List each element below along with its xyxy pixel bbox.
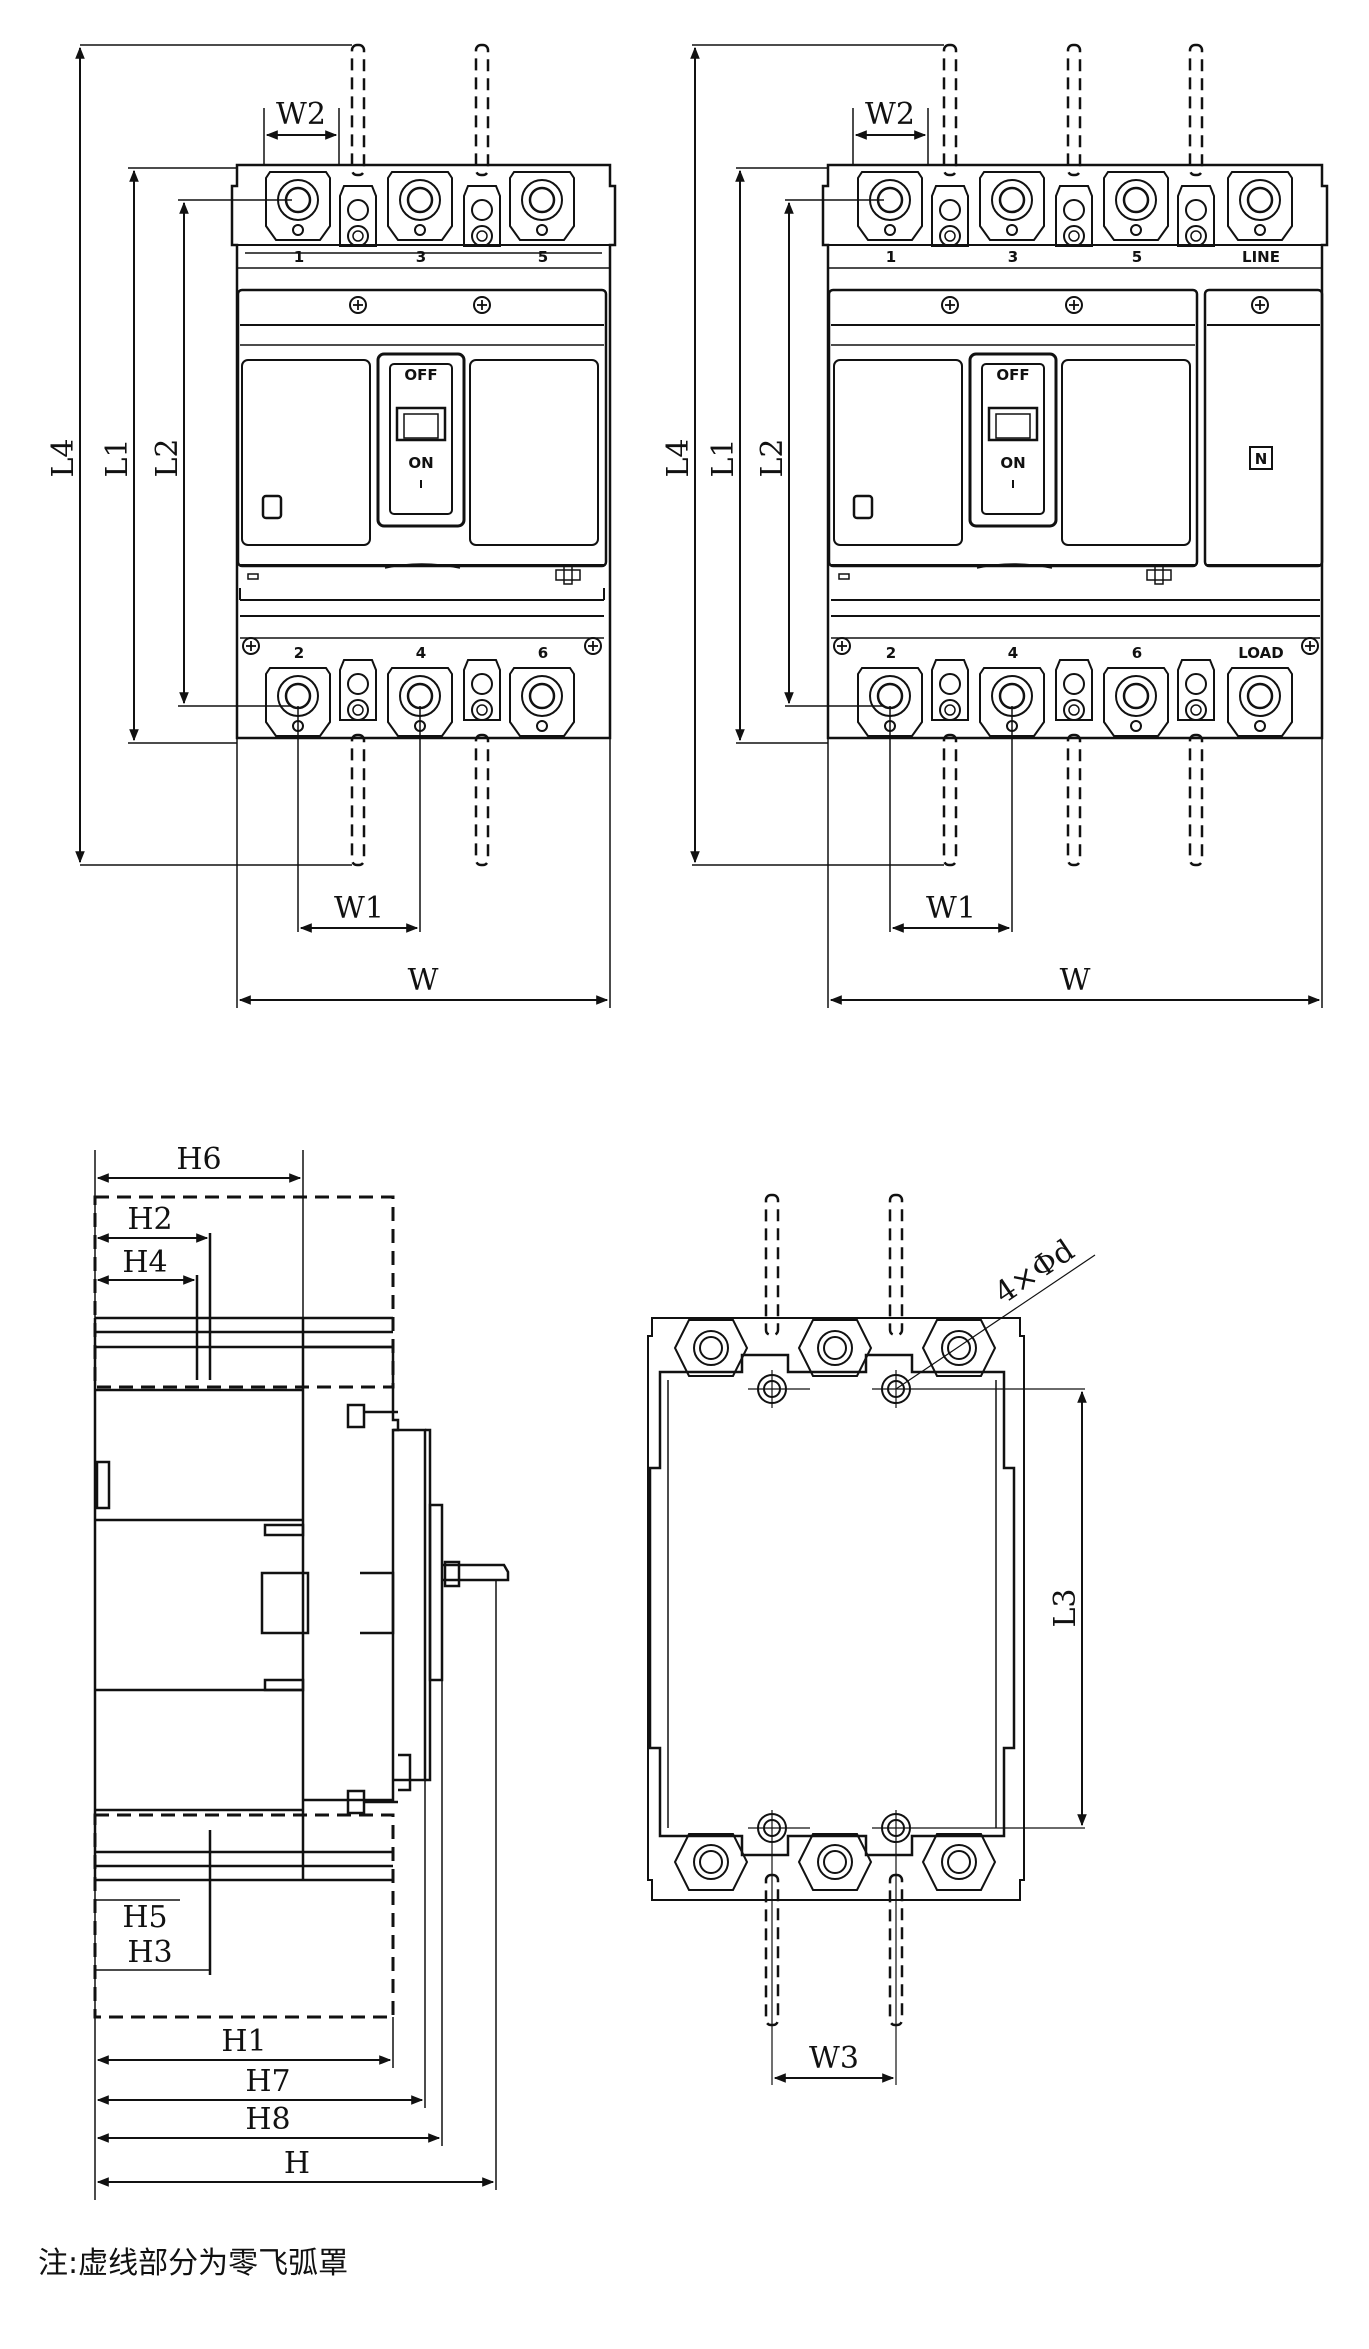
- dim-h4-label: H4: [122, 1245, 167, 1280]
- front-view-4-pole: OFF ON N: [661, 45, 1327, 1008]
- dim-l4-label-4p: L4: [661, 438, 696, 477]
- terminal-3-label: 3: [416, 248, 426, 266]
- dim-l1-label: L1: [100, 438, 135, 477]
- terminal-2-label: 2: [294, 644, 304, 662]
- terminal-5-label: 5: [538, 248, 548, 266]
- dim-w2-label: W2: [276, 97, 326, 132]
- dim-h3-label: H3: [127, 1935, 172, 1970]
- terminal-1-label: 1: [294, 248, 304, 266]
- footnote: 注:虚线部分为零飞弧罩: [38, 2246, 349, 2281]
- line-label: LINE: [1242, 248, 1280, 266]
- front-view-3-pole: OFF ON: [46, 45, 615, 1008]
- switch-off-label-4p: OFF: [996, 366, 1029, 384]
- dim-w1-label: W1: [334, 891, 384, 926]
- dim-h7-label: H7: [245, 2064, 290, 2099]
- terminal-4-label: 4: [416, 644, 426, 662]
- dim-w3-label: W3: [809, 2041, 859, 2076]
- dim-h8-label: H8: [245, 2102, 290, 2137]
- dim-h1-label: H1: [221, 2024, 266, 2059]
- dim-l2-label: L2: [150, 438, 185, 477]
- side-view: H6 H2 H4 H5 H3 H1 H7 H8 H: [95, 1142, 508, 2200]
- hole-callout-label: 4×Φd: [988, 1233, 1081, 1311]
- dim-l1-label-4p: L1: [706, 438, 741, 477]
- dim-l4-label: L4: [46, 438, 81, 477]
- dim-h6-label: H6: [176, 1142, 221, 1177]
- dim-h5-label: H5: [122, 1900, 167, 1935]
- terminal-5-label-4p: 5: [1132, 248, 1142, 266]
- dim-w1-label-4p: W1: [926, 891, 976, 926]
- switch-on-label-4p: ON: [1000, 454, 1025, 472]
- load-label: LOAD: [1238, 644, 1283, 662]
- dim-h-label: H: [284, 2146, 310, 2181]
- terminal-4-label-4p: 4: [1008, 644, 1018, 662]
- dim-h2-label: H2: [127, 1202, 172, 1237]
- terminal-3-label-4p: 3: [1008, 248, 1018, 266]
- switch-on-label: ON: [408, 454, 433, 472]
- switch-off-label: OFF: [404, 366, 437, 384]
- mounting-view: L3 W3 4×Φd: [648, 1195, 1095, 2085]
- terminal-6-label: 6: [538, 644, 548, 662]
- dim-l3-label: L3: [1048, 1588, 1083, 1627]
- neutral-label: N: [1255, 450, 1268, 468]
- dim-w2-label-4p: W2: [865, 97, 915, 132]
- terminal-2-label-4p: 2: [886, 644, 896, 662]
- dim-w-label: W: [408, 963, 439, 998]
- dim-l2-label-4p: L2: [755, 438, 790, 477]
- terminal-1-label-4p: 1: [886, 248, 896, 266]
- dim-w-label-4p: W: [1060, 963, 1091, 998]
- terminal-6-label-4p: 6: [1132, 644, 1142, 662]
